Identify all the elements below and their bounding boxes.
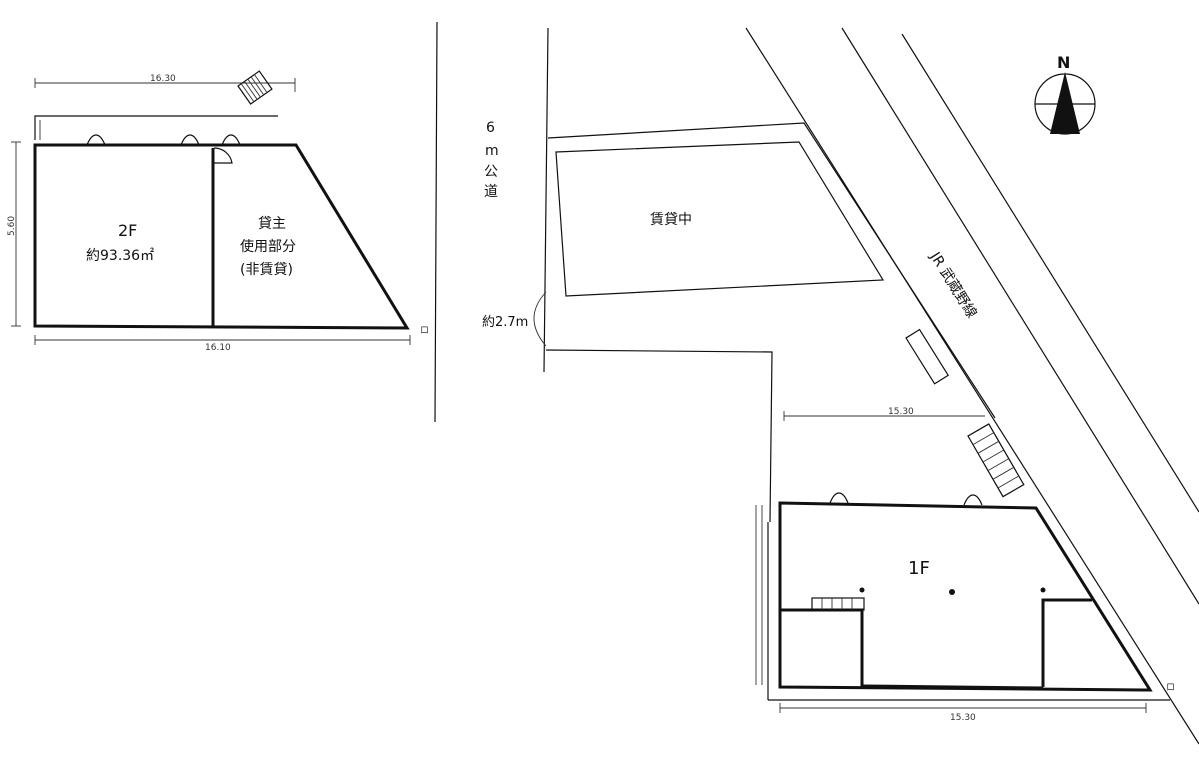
floor2-window-marks	[86, 134, 241, 146]
neighbor-label: 賃貸中	[650, 212, 692, 228]
road-width-3: 公	[484, 164, 498, 180]
owner-room-line1: 貸主	[258, 216, 286, 232]
frontage-label: 約2.7m	[482, 315, 528, 330]
floor2-tip-mark: ロ	[420, 326, 429, 336]
railway-structure	[905, 328, 950, 385]
railway: JR 武蔵野線	[745, 27, 1199, 745]
owner-room-line2: 使用部分	[240, 238, 296, 255]
road-width-1: 6	[486, 120, 495, 136]
railway-label: JR 武蔵野線	[926, 249, 979, 321]
owner-room-line3: (非賃貸)	[240, 262, 293, 278]
floor1-column	[1040, 587, 1046, 593]
floor1-label: 1F	[908, 558, 930, 579]
floor1-plan: 15.30	[755, 407, 1175, 723]
public-road: 6 m 公 道 約2.7m	[434, 21, 549, 423]
floor2-dim-left: 5.60	[7, 216, 17, 236]
frontage-arc	[533, 291, 547, 347]
floor1-inner-stairs	[811, 597, 865, 611]
floor2-area: 約93.36㎡	[86, 248, 154, 264]
road-width-4: 道	[484, 184, 498, 200]
floor1-stairs	[967, 423, 1025, 498]
compass-n: N	[1057, 53, 1070, 72]
neighbor-building: 賃貸中	[555, 141, 885, 297]
floor2-plan: 16.30 5.60 16	[7, 70, 429, 353]
floor1-column	[859, 587, 865, 593]
floor2-label: 2F	[118, 221, 137, 240]
floor1-tip-mark: ロ	[1166, 683, 1175, 693]
floor1-window-marks	[829, 492, 983, 506]
floor1-column	[949, 589, 955, 595]
road-width-2: m	[485, 143, 499, 159]
site-boundary	[545, 122, 1170, 701]
floor2-stairs	[237, 70, 273, 105]
floor1-dim-top: 15.30	[888, 407, 914, 417]
floor2-dim-bottom: 16.10	[205, 343, 231, 353]
floor2-door	[213, 147, 233, 164]
floor2-dim-top: 16.30	[150, 74, 176, 84]
floor1-dim-bottom: 15.30	[950, 713, 976, 723]
north-compass: N	[1034, 53, 1096, 135]
